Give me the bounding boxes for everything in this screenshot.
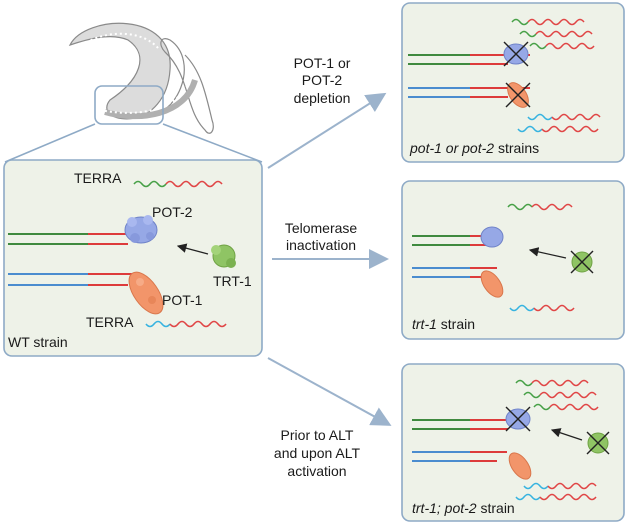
result-panel-3: trt-1; pot-2 strain — [401, 363, 625, 522]
pot2-protein — [124, 215, 158, 244]
transition-2: Telomerase inactivation — [272, 220, 389, 269]
transition-1-line-3: depletion — [294, 90, 351, 106]
pot2-protein-2 — [480, 226, 504, 248]
result-panel-1-label: pot-1 or pot-2 strains — [409, 140, 539, 156]
pot1-protein-2 — [480, 270, 504, 298]
terra-bottom-label: TERRA — [86, 314, 134, 330]
transition-1-line-1: POT-1 or — [294, 55, 351, 71]
worm-illustration — [68, 22, 214, 134]
result-panel-2: trt-1 strain — [401, 180, 625, 340]
result-panel-3-label: trt-1; pot-2 strain — [412, 500, 515, 516]
wt-strain-label: WT strain — [8, 334, 68, 350]
trt1-protein — [211, 244, 236, 268]
transition-3-line-2: and upon ALT — [274, 445, 361, 461]
transition-3-line-3: activation — [287, 463, 346, 479]
terra-top-red — [165, 180, 223, 188]
transition-1-line-2: POT-2 — [302, 72, 343, 88]
trt1-arrow — [176, 243, 209, 255]
terra-bottom-red — [169, 320, 227, 328]
result-panel-1: pot-1 or pot-2 strains — [401, 2, 625, 163]
pot1-label: POT-1 — [162, 292, 203, 308]
transition-2-line-2: inactivation — [286, 237, 356, 253]
zoom-box — [94, 85, 164, 125]
terra-bottom-cyan — [145, 320, 171, 328]
terra-top-green — [133, 180, 167, 188]
transition-1: POT-1 or POT-2 depletion — [267, 55, 387, 169]
terra-top-label: TERRA — [74, 170, 122, 186]
pot1-protein-3 — [508, 452, 532, 480]
pot1-protein — [128, 271, 164, 315]
wt-panel: TERRA POT-2 POT-1 — [3, 159, 263, 357]
transition-2-line-1: Telomerase — [285, 220, 358, 236]
transition-3-line-1: Prior to ALT — [281, 427, 354, 443]
trt1-label: TRT-1 — [213, 273, 252, 289]
result-panel-2-label: trt-1 strain — [412, 316, 475, 332]
transition-3: Prior to ALT and upon ALT activation — [267, 357, 392, 479]
pot2-label: POT-2 — [152, 204, 193, 220]
